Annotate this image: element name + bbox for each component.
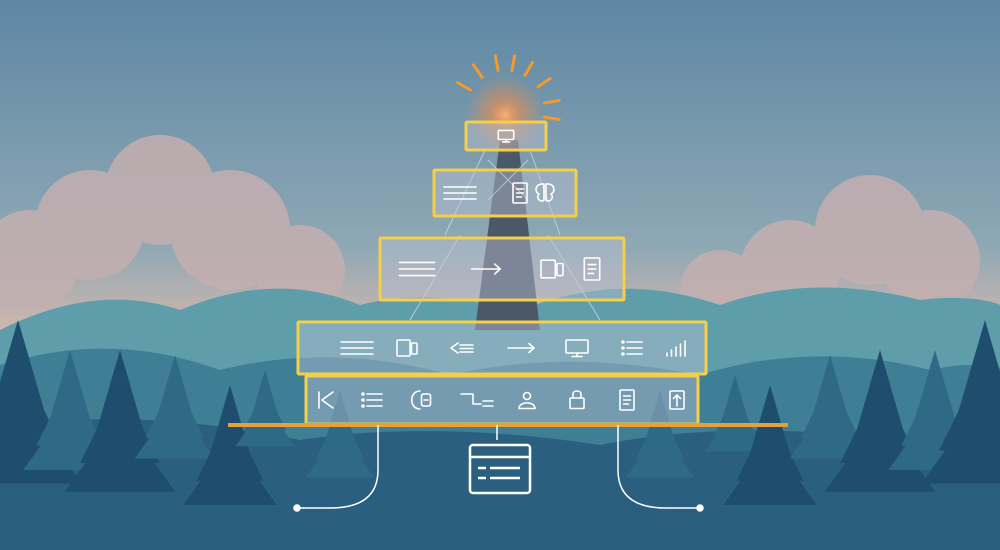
monitor-icon [565, 339, 589, 358]
person-icon [518, 391, 536, 410]
pine-trees [0, 320, 1000, 505]
document-icon [512, 182, 528, 204]
beacon-rays [455, 54, 561, 122]
tier-top [464, 120, 548, 152]
beacon-glow [465, 75, 545, 155]
tower-silhouette [475, 140, 540, 330]
tier-second [432, 168, 578, 218]
tier-base [304, 374, 700, 426]
play-back-icon [318, 391, 334, 409]
document-icon [583, 257, 601, 281]
text-lines-icon [443, 186, 477, 200]
flow-icon [460, 393, 494, 407]
code-icon [410, 390, 432, 410]
arrow-left-icon [450, 342, 474, 354]
text-lines-icon [398, 261, 436, 277]
brain-icon [535, 183, 555, 202]
device-icon [396, 339, 418, 357]
pine-tree [723, 385, 817, 505]
lock-icon [569, 390, 585, 410]
text-lines-icon [340, 341, 374, 355]
bar-chart-icon [666, 340, 686, 357]
document-icon [619, 389, 635, 411]
pine-tree [626, 390, 694, 478]
pine-tree [306, 390, 374, 478]
arrow-right-icon [507, 342, 535, 354]
pyramid-tiers [296, 120, 708, 426]
tier-third [378, 236, 626, 302]
browser-window-icon [468, 443, 532, 495]
list-icon [621, 340, 643, 356]
connector-lines [293, 425, 704, 512]
pine-tree [134, 355, 216, 459]
arrow-up-icon [669, 390, 685, 410]
monitor-icon [497, 129, 515, 143]
pine-tree [183, 385, 277, 505]
pine-tree [921, 320, 1000, 484]
pine-tree [824, 350, 936, 492]
pine-tree [64, 350, 176, 492]
tier-fourth [296, 320, 708, 376]
arrow-right-icon [470, 263, 501, 275]
device-icon [540, 259, 564, 279]
list-icon [361, 392, 383, 408]
